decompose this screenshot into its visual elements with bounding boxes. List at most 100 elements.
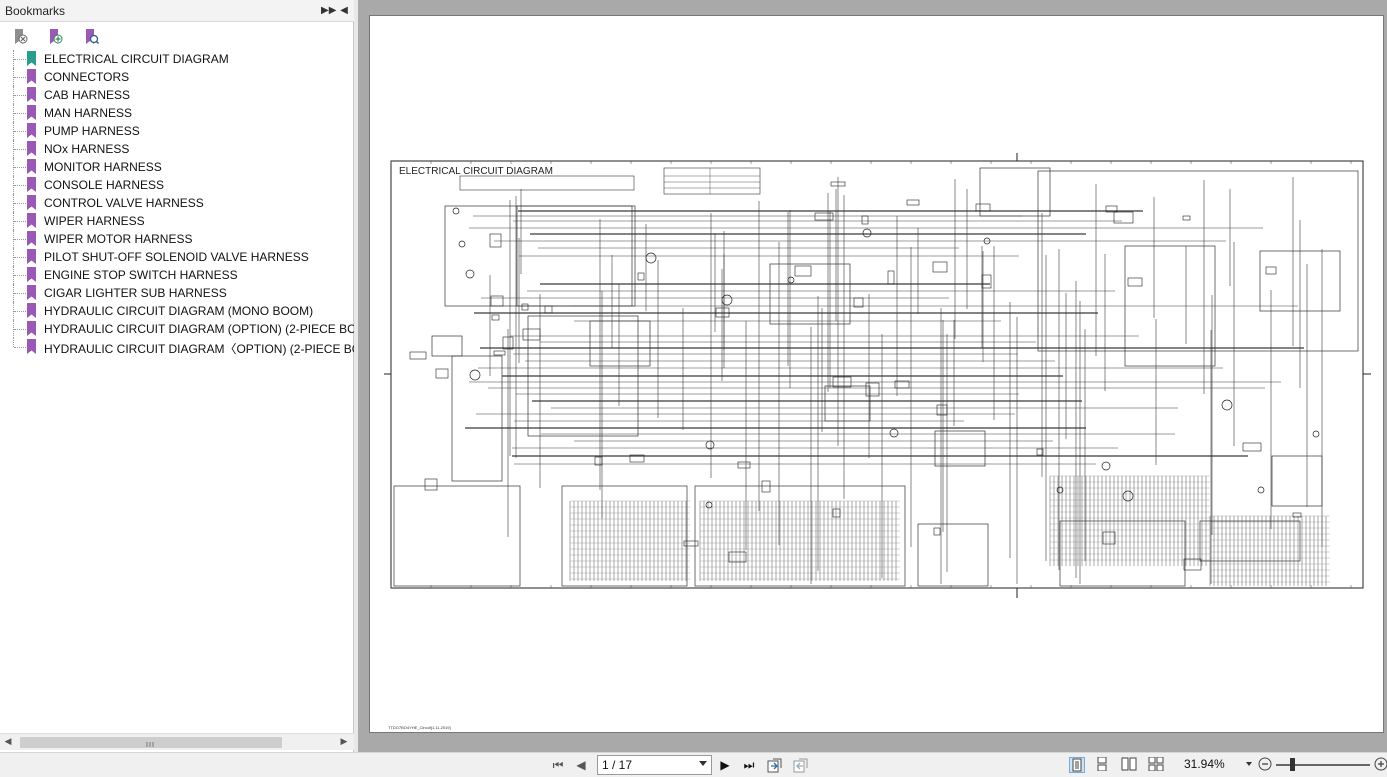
tree-connector [13,320,14,338]
bookmark-icon [27,321,36,336]
tree-connector [13,86,14,104]
bookmark-item[interactable]: MONITOR HARNESS [10,158,354,176]
bookmark-item[interactable]: PILOT SHUT-OFF SOLENOID VALVE HARNESS [10,248,354,266]
bookmark-item[interactable]: CIGAR LIGHTER SUB HARNESS [10,284,354,302]
facing-view-icon[interactable] [1121,757,1137,773]
bookmark-item[interactable]: HYDRAULIC CIRCUIT DIAGRAM (MONO BOOM) [10,302,354,320]
bookmark-item[interactable]: CAB HARNESS [10,86,354,104]
zoom-out-icon[interactable] [1257,757,1273,773]
bookmark-item[interactable]: WIPER HARNESS [10,212,354,230]
bookmark-label: WIPER MOTOR HARNESS [44,232,193,246]
bookmark-icon [27,195,36,210]
bookmarks-title: Bookmarks [5,4,66,18]
bookmark-label: HYDRAULIC CIRCUIT DIAGRAM〈OPTION) (2-PIE… [44,342,354,356]
tree-connector [14,131,26,132]
previous-view-icon[interactable] [767,757,783,773]
bookmark-item[interactable]: ELECTRICAL CIRCUIT DIAGRAM [10,50,354,68]
tree-connector [14,311,26,312]
tree-connector [14,329,26,330]
tree-connector [13,104,14,122]
bookmark-item[interactable]: CONTROL VALVE HARNESS [10,194,354,212]
bookmark-icon [27,123,36,138]
bookmark-icon [27,105,36,120]
bookmark-label: CONSOLE HARNESS [44,178,165,192]
first-page-icon[interactable]: ⏮ [552,758,564,772]
tree-connector [13,230,14,248]
tree-connector [14,239,26,240]
bookmarks-header: Bookmarks ▶▶ ◀ [0,0,354,22]
bookmark-label: CAB HARNESS [44,88,131,102]
scroll-right-icon[interactable]: ▶ [340,737,348,747]
tree-connector [13,68,14,86]
continuous-view-icon[interactable] [1094,756,1110,773]
bookmark-icon [27,51,36,66]
bookmark-icon [27,303,36,318]
collapse-panel-icon[interactable]: ◀ [340,5,348,16]
expand-panel-icon[interactable]: ▶▶ [321,5,337,16]
page-number-select[interactable]: 1 / 17 [597,755,712,775]
tree-connector [13,50,14,68]
single-page-view-icon[interactable] [1069,757,1085,773]
zoom-dropdown-icon[interactable] [1246,762,1252,766]
page-footer-text: TTDO7BO4YHE_Circuit[1.11.2019] [388,725,451,730]
bookmark-item[interactable]: ENGINE STOP SWITCH HARNESS [10,266,354,284]
zoom-level-value[interactable]: 31.94% [1184,757,1225,771]
last-page-icon[interactable]: ⏭ [743,758,755,772]
tree-connector [14,347,26,348]
bookmark-item[interactable]: CONNECTORS [10,68,354,86]
scrollbar-thumb[interactable] [20,737,282,748]
tree-connector [13,248,14,266]
bookmark-icon [27,213,36,228]
bookmark-label: ENGINE STOP SWITCH HARNESS [44,268,238,282]
bookmark-icon [27,69,36,84]
tree-connector [14,95,26,96]
previous-page-icon[interactable]: ◀ [576,758,586,772]
bookmark-add-icon[interactable] [47,28,63,46]
bookmark-label: MONITOR HARNESS [44,160,162,174]
tree-connector [13,158,14,176]
tree-connector [13,212,14,230]
tree-connector [14,275,26,276]
tree-connector [14,77,26,78]
tree-connector [14,293,26,294]
chevron-down-icon[interactable] [699,761,707,766]
bookmark-delete-icon[interactable] [12,28,28,46]
bookmark-label: PUMP HARNESS [44,124,140,138]
bookmark-item[interactable]: PUMP HARNESS [10,122,354,140]
tree-connector [14,59,26,60]
circuit-diagram: ELECTRICAL CIRCUIT DIAGRAM [384,153,1371,598]
tree-connector [14,185,26,186]
tree-connector [14,257,26,258]
zoom-slider-thumb[interactable] [1290,758,1295,771]
zoom-in-icon[interactable] [1373,757,1387,773]
continuous-facing-view-icon[interactable] [1148,756,1164,773]
bookmark-item[interactable]: HYDRAULIC CIRCUIT DIAGRAM〈OPTION) (2-PIE… [10,338,354,356]
next-page-icon[interactable]: ▶ [720,758,730,772]
tree-connector [13,194,14,212]
bookmark-label: HYDRAULIC CIRCUIT DIAGRAM (MONO BOOM) [44,304,314,318]
tree-connector [13,140,14,158]
document-viewport[interactable]: ELECTRICAL CIRCUIT DIAGRAM TTDO7BO4YHE_C… [358,0,1387,752]
tree-connector [14,149,26,150]
tree-connector [14,113,26,114]
zoom-slider-track[interactable] [1276,764,1370,766]
tree-connector [13,122,14,140]
bookmark-item[interactable]: NOx HARNESS [10,140,354,158]
bookmark-find-icon[interactable] [83,28,99,46]
page-number-value: 1 / 17 [602,758,633,772]
bookmark-item[interactable]: CONSOLE HARNESS [10,176,354,194]
bookmark-item[interactable]: MAN HARNESS [10,104,354,122]
next-view-icon[interactable] [793,757,809,773]
bookmarks-horizontal-scrollbar[interactable]: ◀ ▶ [0,733,354,750]
bookmark-icon [27,339,36,354]
bookmark-item[interactable]: WIPER MOTOR HARNESS [10,230,354,248]
bookmark-label: PILOT SHUT-OFF SOLENOID VALVE HARNESS [44,250,309,264]
bookmark-label: CONTROL VALVE HARNESS [44,196,204,210]
panel-splitter[interactable] [354,0,358,752]
bookmark-icon [27,285,36,300]
bookmark-item[interactable]: HYDRAULIC CIRCUIT DIAGRAM (OPTION) (2-PI… [10,320,354,338]
bookmark-label: CONNECTORS [44,70,130,84]
scroll-left-icon[interactable]: ◀ [4,737,12,747]
bookmark-label: WIPER HARNESS [44,214,145,228]
